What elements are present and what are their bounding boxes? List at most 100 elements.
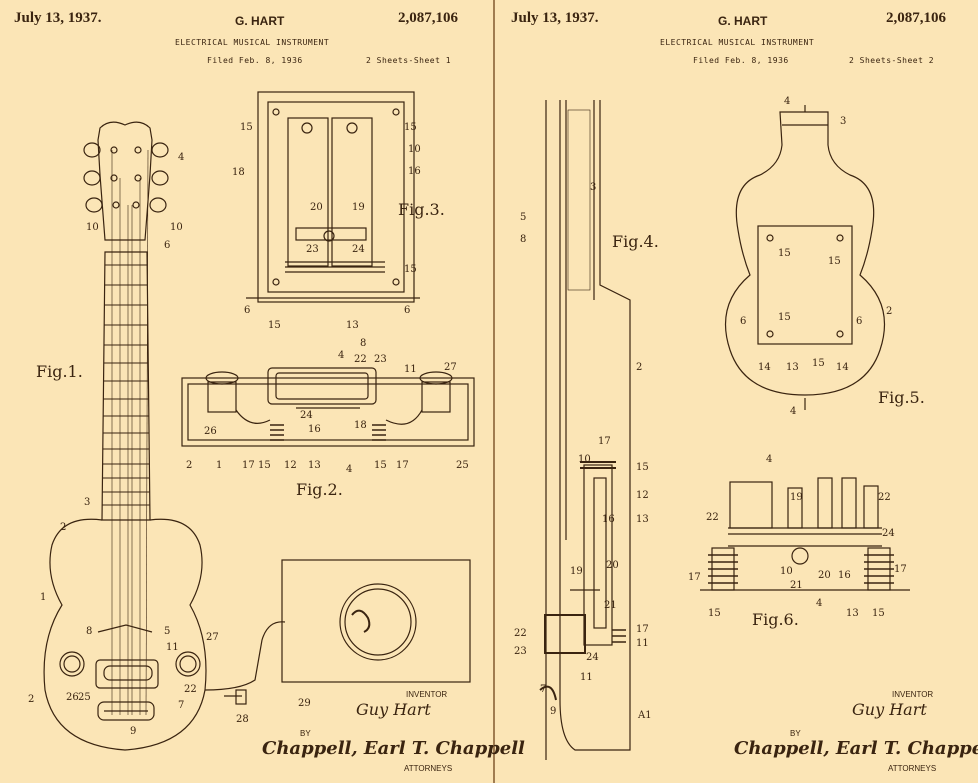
svg-text:15: 15 — [636, 462, 649, 473]
svg-text:17: 17 — [894, 564, 907, 575]
svg-text:10: 10 — [408, 144, 421, 155]
fig6-label: Fig.6. — [752, 610, 799, 629]
svg-text:18: 18 — [232, 167, 245, 178]
svg-text:25: 25 — [456, 460, 469, 471]
svg-text:16: 16 — [308, 424, 321, 435]
svg-text:4: 4 — [346, 464, 352, 475]
svg-text:15: 15 — [828, 256, 841, 267]
svg-text:22: 22 — [514, 628, 527, 639]
sheet1-title: ELECTRICAL MUSICAL INSTRUMENT — [175, 38, 330, 47]
svg-text:22: 22 — [184, 684, 197, 695]
fig5-body-outline — [724, 105, 886, 410]
svg-text:16: 16 — [602, 514, 615, 525]
amplifier-drawing — [281, 559, 471, 683]
svg-text:6: 6 — [740, 316, 746, 327]
svg-text:4: 4 — [178, 152, 184, 163]
svg-text:17: 17 — [636, 624, 649, 635]
fig1-guitar-drawing — [43, 121, 286, 751]
svg-text:10: 10 — [170, 222, 183, 233]
sheet1-attorney-signature: Chappell, Earl T. Chappell — [262, 738, 525, 759]
sheet2-date: July 13, 1937. — [511, 10, 599, 26]
sheet2-attorney-signature: Chappell, Earl T. Chappell — [734, 738, 978, 759]
sheet2-inventor-name: G. HART — [718, 14, 768, 28]
svg-text:3: 3 — [84, 497, 90, 508]
svg-text:11: 11 — [636, 638, 649, 649]
sheet2-filed: Filed Feb. 8, 1936 — [693, 56, 789, 65]
svg-text:5: 5 — [520, 212, 526, 223]
fig2-label: Fig.2. — [296, 480, 343, 499]
sheet1-filed: Filed Feb. 8, 1936 — [207, 56, 303, 65]
svg-text:5: 5 — [164, 626, 170, 637]
fig6-pickup-assembly — [700, 477, 910, 591]
svg-text:23: 23 — [374, 354, 387, 365]
svg-text:22: 22 — [878, 492, 891, 503]
sheet1-inventor-signature: Guy Hart — [356, 700, 431, 719]
fig5-label: Fig.5. — [878, 388, 925, 407]
svg-text:15: 15 — [258, 460, 271, 471]
svg-text:23: 23 — [514, 646, 527, 657]
svg-text:13: 13 — [846, 608, 859, 619]
svg-text:16: 16 — [408, 166, 421, 177]
svg-text:10: 10 — [86, 222, 99, 233]
svg-text:29: 29 — [298, 698, 311, 709]
svg-text:7: 7 — [540, 684, 546, 695]
svg-text:18: 18 — [354, 420, 367, 431]
svg-text:28: 28 — [236, 714, 249, 725]
svg-text:2: 2 — [886, 306, 892, 317]
svg-text:21: 21 — [604, 600, 617, 611]
sheet1-attorneys-label: ATTORNEYS — [404, 764, 453, 773]
sheet1-inventor-label: INVENTOR — [406, 690, 448, 699]
svg-text:15: 15 — [240, 122, 253, 133]
svg-text:15: 15 — [778, 248, 791, 259]
svg-text:17: 17 — [688, 572, 701, 583]
svg-text:2: 2 — [186, 460, 192, 471]
svg-text:13: 13 — [346, 320, 359, 331]
svg-text:25: 25 — [78, 692, 91, 703]
svg-text:15: 15 — [404, 122, 417, 133]
svg-text:13: 13 — [786, 362, 799, 373]
svg-text:7: 7 — [178, 700, 184, 711]
svg-text:24: 24 — [882, 528, 895, 539]
svg-text:20: 20 — [310, 202, 323, 213]
svg-text:8: 8 — [520, 234, 526, 245]
svg-text:11: 11 — [404, 364, 417, 375]
svg-text:17: 17 — [598, 436, 611, 447]
svg-text:15: 15 — [268, 320, 281, 331]
sheet2-attorneys-label: ATTORNEYS — [888, 764, 937, 773]
svg-text:8: 8 — [86, 626, 92, 637]
svg-text:4: 4 — [338, 350, 344, 361]
svg-text:6: 6 — [856, 316, 862, 327]
svg-text:15: 15 — [872, 608, 885, 619]
svg-text:16: 16 — [838, 570, 851, 581]
svg-text:15: 15 — [374, 460, 387, 471]
sheet2-by-label: BY — [790, 729, 801, 738]
svg-text:14: 14 — [758, 362, 771, 373]
svg-text:22: 22 — [706, 512, 719, 523]
svg-text:11: 11 — [166, 642, 179, 653]
sheet-divider — [493, 0, 495, 783]
svg-text:10: 10 — [780, 566, 793, 577]
fig4-label: Fig.4. — [612, 232, 659, 251]
sheet2-title: ELECTRICAL MUSICAL INSTRUMENT — [660, 38, 815, 47]
svg-text:22: 22 — [354, 354, 367, 365]
svg-text:1: 1 — [216, 460, 222, 471]
sheet1-by-label: BY — [300, 729, 311, 738]
svg-text:24: 24 — [352, 244, 365, 255]
svg-text:3: 3 — [590, 182, 596, 193]
svg-text:15: 15 — [812, 358, 825, 369]
svg-text:9: 9 — [130, 726, 136, 737]
svg-text:23: 23 — [306, 244, 319, 255]
svg-text:12: 12 — [284, 460, 297, 471]
svg-text:8: 8 — [360, 338, 366, 349]
sheet2-patent-number: 2,087,106 — [886, 10, 946, 26]
svg-text:4: 4 — [816, 598, 822, 609]
svg-text:6: 6 — [404, 305, 410, 316]
svg-text:17: 17 — [242, 460, 255, 471]
svg-text:15: 15 — [404, 264, 417, 275]
svg-text:20: 20 — [818, 570, 831, 581]
svg-text:27: 27 — [206, 632, 219, 643]
sheet1-date: July 13, 1937. — [14, 10, 102, 26]
